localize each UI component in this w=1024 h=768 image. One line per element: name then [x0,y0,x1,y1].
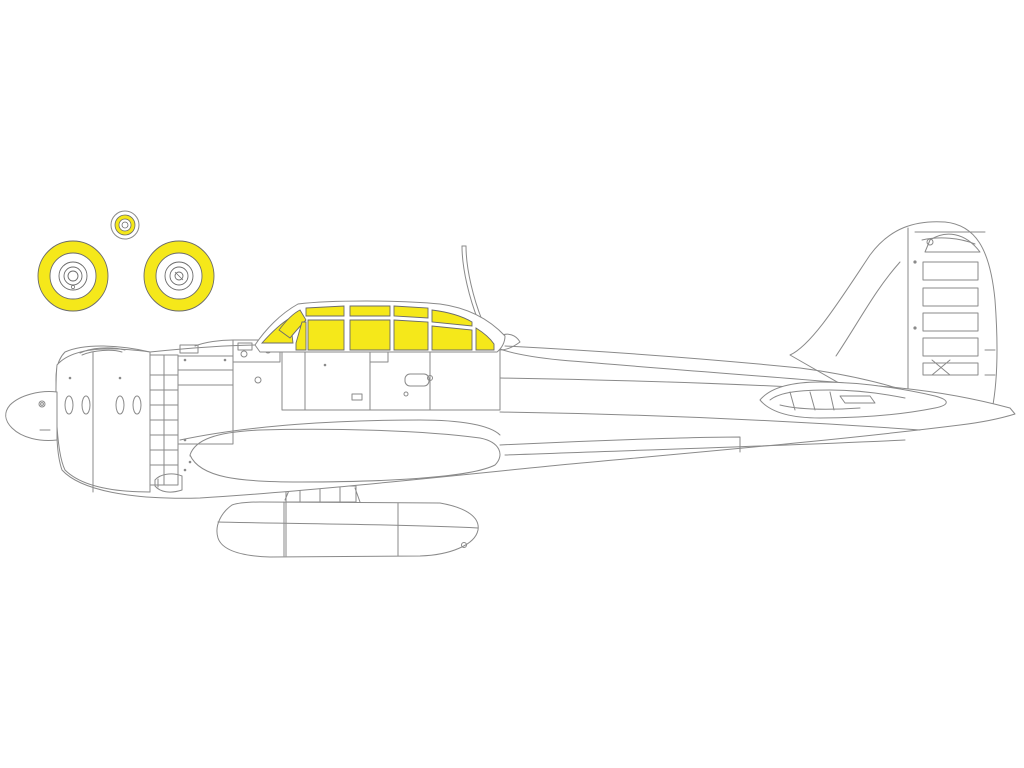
engine-cowling [55,347,179,493]
canopy-mask [254,300,506,353]
vertical-tail [789,221,998,421]
tail-wheel-mask [110,210,140,240]
main-wheel-left-mask [37,240,109,312]
antenna-mast [461,245,483,321]
fuselage [55,333,1016,499]
main-wheel-right-mask [143,240,215,312]
propeller-spinner [5,391,58,441]
drop-tank [216,485,479,558]
